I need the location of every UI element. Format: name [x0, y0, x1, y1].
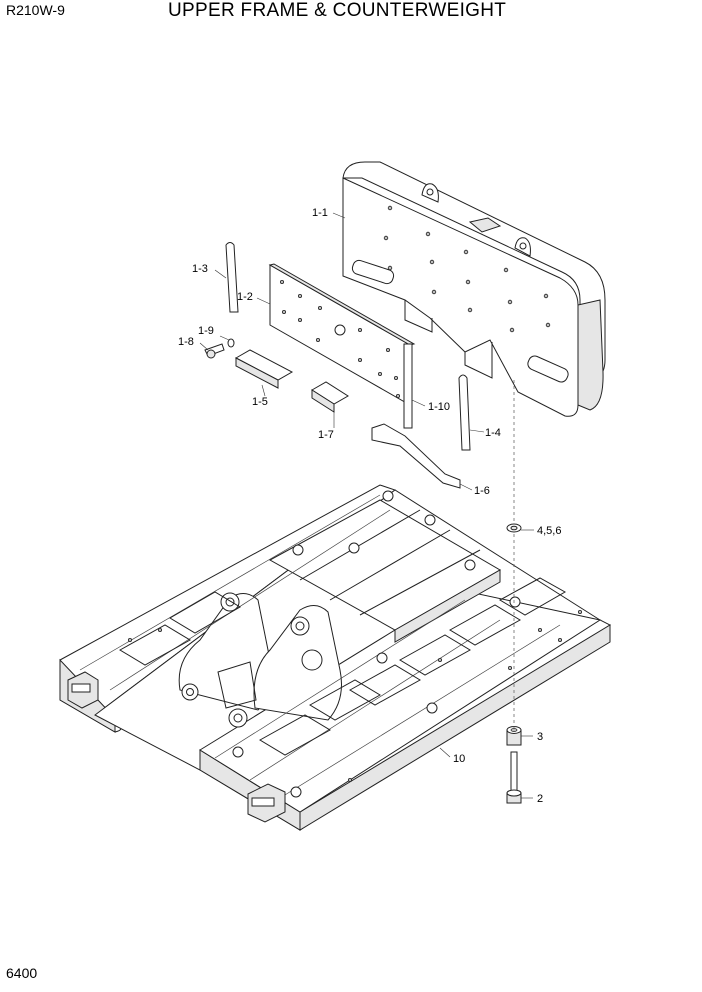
- pad-block: [234, 349, 294, 389]
- plate: [268, 263, 416, 406]
- callout-2: 2: [537, 793, 543, 805]
- page-title: UPPER FRAME & COUNTERWEIGHT: [168, 0, 507, 21]
- bar: [403, 343, 413, 429]
- leader-lines: [199, 212, 534, 799]
- shim-left: [225, 242, 239, 313]
- callout-1-5: 1-5: [252, 396, 268, 408]
- collar: [506, 726, 522, 746]
- bracket: [371, 423, 461, 489]
- bolt-and-washer: [204, 338, 235, 359]
- model-number: R210W-9: [6, 2, 65, 18]
- callout-1-3: 1-3: [192, 263, 208, 275]
- callout-1-4: 1-4: [485, 427, 501, 439]
- page-number: 6400: [6, 965, 38, 981]
- callout-1-1: 1-1: [312, 207, 328, 219]
- callout-3: 3: [537, 731, 543, 743]
- callout-1-10: 1-10: [428, 401, 450, 413]
- counterweight: [342, 161, 606, 417]
- callout-1-7: 1-7: [318, 429, 334, 441]
- callout-1-9: 1-9: [198, 325, 214, 337]
- callout-1-2: 1-2: [237, 291, 253, 303]
- callout-10: 10: [453, 753, 465, 765]
- long-bolt: [506, 751, 522, 804]
- callout-1-8: 1-8: [178, 336, 194, 348]
- upper-frame: [59, 484, 611, 831]
- pad-small: [311, 381, 349, 413]
- callout-1-6: 1-6: [474, 485, 490, 497]
- shim-right: [458, 374, 471, 451]
- spacer: [506, 523, 522, 533]
- callout-4-5-6: 4,5,6: [537, 525, 561, 537]
